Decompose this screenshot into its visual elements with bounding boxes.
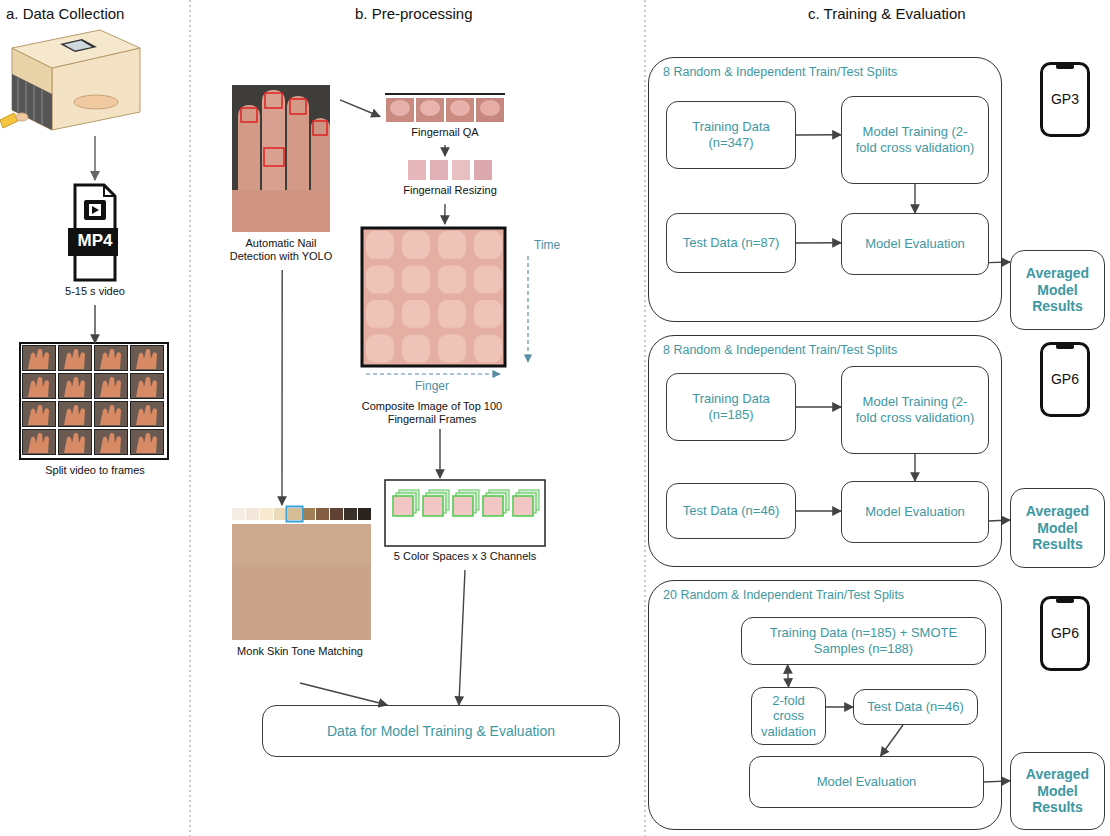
video-file-icon: MP4 5-15 s video bbox=[45, 185, 145, 305]
process-box: 2-fold cross validation bbox=[751, 687, 826, 745]
frames-image: Split video to frames bbox=[20, 343, 170, 483]
process-box: Test Data (n=46) bbox=[853, 689, 978, 725]
panel-title: 8 Random & Independent Train/Test Splits bbox=[663, 343, 1015, 357]
process-box: Training Data (n=185) bbox=[666, 373, 796, 441]
process-box: Training Data (n=347) bbox=[666, 101, 796, 169]
box-label: Training Data (n=347) bbox=[675, 119, 787, 150]
caption: Composite Image of Top 100 Fingernail Fr… bbox=[352, 400, 512, 426]
arrow-connector bbox=[796, 134, 841, 136]
process-box: Test Data (n=87) bbox=[666, 213, 796, 273]
arrow-connector bbox=[300, 683, 387, 705]
arrow-connector bbox=[914, 184, 915, 213]
box-label: Model Evaluation bbox=[865, 504, 965, 520]
arrow-connector bbox=[796, 510, 841, 511]
arrow-connector bbox=[826, 706, 853, 707]
box-label: Training Data (n=185) + SMOTE Samples (n… bbox=[750, 625, 977, 656]
process-box: Test Data (n=46) bbox=[666, 483, 796, 539]
result-box: Averaged Model Results bbox=[1010, 488, 1105, 568]
caption: Automatic Nail Detection with YOLO bbox=[222, 237, 340, 263]
phone-icon: GP3 bbox=[1040, 62, 1090, 137]
section-heading: c. Training & Evaluation bbox=[808, 5, 966, 22]
process-box: Training Data (n=185) + SMOTE Samples (n… bbox=[741, 617, 986, 665]
composite-image: Composite Image of Top 100 Fingernail Fr… bbox=[352, 224, 512, 429]
panel-title: 8 Random & Independent Train/Test Splits bbox=[663, 65, 1015, 79]
arrow-connector bbox=[787, 665, 789, 687]
arrow-connector bbox=[989, 519, 1010, 521]
box-label: GP6 bbox=[1051, 625, 1079, 642]
box-label: Model Training (2-fold cross validation) bbox=[854, 394, 976, 425]
arrow-connector bbox=[94, 305, 95, 343]
box-label: Averaged Model Results bbox=[1019, 265, 1096, 315]
split-panel: 8 Random & Independent Train/Test Splits… bbox=[648, 335, 1002, 567]
axis-label: Finger bbox=[415, 379, 449, 393]
box-label: Test Data (n=46) bbox=[867, 699, 963, 715]
box-label: GP6 bbox=[1051, 371, 1079, 388]
box-label: Data for Model Training & Evaluation bbox=[327, 723, 555, 740]
process-box: Model Evaluation bbox=[841, 481, 989, 543]
box-label: Averaged Model Results bbox=[1019, 503, 1096, 553]
result-box: Averaged Model Results bbox=[1010, 752, 1105, 830]
section-heading: b. Pre-processing bbox=[355, 5, 473, 22]
arrow-connector bbox=[444, 145, 445, 156]
skin-tone-image: Monk Skin Tone Matching bbox=[225, 505, 375, 683]
arrow-connector bbox=[459, 570, 465, 705]
arrow-connector bbox=[914, 454, 915, 481]
process-box: Data for Model Training & Evaluation bbox=[262, 705, 620, 757]
arrow-connector bbox=[281, 270, 283, 505]
process-box: Model Training (2-fold cross validation) bbox=[841, 96, 989, 184]
nail-strip-image: Fingernail QA bbox=[380, 88, 510, 145]
process-box: Model Evaluation bbox=[749, 756, 984, 808]
box-label: 2-fold cross validation bbox=[756, 693, 821, 740]
box-label: GP3 bbox=[1051, 91, 1079, 108]
process-box: Model Training (2-fold cross validation) bbox=[841, 366, 989, 454]
section-heading: a. Data Collection bbox=[6, 5, 124, 22]
box-label: Training Data (n=185) bbox=[675, 391, 787, 422]
arrow-connector bbox=[439, 429, 440, 478]
caption: Monk Skin Tone Matching bbox=[225, 645, 375, 658]
split-panel: 20 Random & Independent Train/Test Split… bbox=[648, 580, 1002, 830]
phone-icon: GP6 bbox=[1040, 342, 1090, 417]
arrow-connector bbox=[340, 100, 380, 117]
arrow-connector bbox=[984, 781, 1010, 782]
box-label: Test Data (n=46) bbox=[683, 503, 779, 519]
caption: Fingernail Resizing bbox=[395, 184, 505, 197]
caption: 5-15 s video bbox=[45, 285, 145, 298]
process-box: Model Evaluation bbox=[841, 213, 989, 275]
caption: Fingernail QA bbox=[380, 126, 510, 139]
arrow-connector bbox=[796, 406, 841, 407]
caption: MP4 bbox=[45, 230, 145, 252]
box-label: Model Training (2-fold cross validation) bbox=[854, 124, 976, 155]
box-label: Model Evaluation bbox=[865, 236, 965, 252]
caption: Split video to frames bbox=[20, 464, 170, 477]
arrow-connector bbox=[881, 725, 903, 756]
box-label: Averaged Model Results bbox=[1019, 766, 1096, 816]
arrow-connector bbox=[444, 204, 446, 224]
caption: 5 Color Spaces x 3 Channels bbox=[380, 550, 550, 563]
box-label: Model Evaluation bbox=[817, 774, 917, 790]
detection-image: Automatic Nail Detection with YOLO bbox=[222, 85, 340, 270]
split-panel: 8 Random & Independent Train/Test Splits… bbox=[648, 57, 1002, 322]
arrow-connector bbox=[796, 242, 841, 244]
resized-nails-image: Fingernail Resizing bbox=[395, 156, 505, 204]
panel-title: 20 Random & Independent Train/Test Split… bbox=[663, 588, 1015, 602]
axis-label: Time bbox=[534, 238, 560, 252]
arrow-connector bbox=[989, 261, 1010, 263]
result-box: Averaged Model Results bbox=[1010, 250, 1105, 330]
color-space-stack: 5 Color Spaces x 3 Channels bbox=[380, 478, 550, 570]
phone-icon: GP6 bbox=[1040, 596, 1090, 671]
box-label: Test Data (n=87) bbox=[683, 235, 779, 251]
